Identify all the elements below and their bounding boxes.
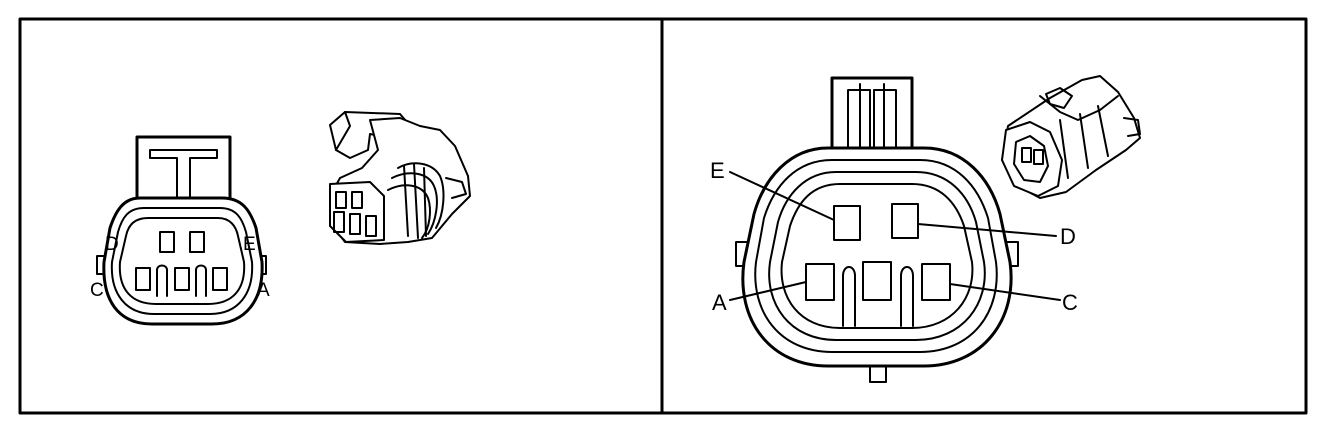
leader-c <box>949 283 1061 301</box>
right-iso-ribs <box>1059 105 1109 179</box>
right-lock-tab-slots <box>847 89 897 151</box>
left-middle-shell <box>110 207 254 315</box>
right-iso-face-inner <box>1013 135 1049 183</box>
right-cavity-c <box>921 263 951 301</box>
right-cavity-d <box>891 203 919 239</box>
left-label-d: D <box>105 234 119 255</box>
right-connector-isometric <box>1001 75 1141 199</box>
left-inner-shell <box>118 217 246 305</box>
left-cavity-e <box>189 231 205 253</box>
left-label-c: C <box>90 280 104 301</box>
left-outer-shell <box>102 196 264 326</box>
right-outer-shell <box>741 146 1013 368</box>
left-cavity-b <box>174 267 190 291</box>
left-iso-cav-5 <box>365 215 377 237</box>
leader-e <box>729 171 835 221</box>
right-label-d: D <box>1060 224 1076 249</box>
left-label-a: A <box>257 280 270 301</box>
right-iso-latch <box>1045 87 1073 109</box>
left-iso-coil-1 <box>397 162 445 229</box>
left-rib-1 <box>156 264 168 297</box>
right-iso-cav-2 <box>1033 149 1044 165</box>
left-iso-cav-3 <box>333 211 345 233</box>
left-iso-coil-ribs <box>403 163 427 239</box>
left-connector-isometric <box>329 111 471 245</box>
left-iso-latch-edge <box>335 111 351 151</box>
leader-d <box>917 223 1057 237</box>
left-iso-tab <box>445 177 467 199</box>
right-label-e: E <box>710 158 725 183</box>
right-label-a: A <box>712 290 727 315</box>
right-cavity-b <box>862 261 892 301</box>
left-iso-coil-2 <box>391 172 438 235</box>
leader-a <box>729 281 807 301</box>
right-label-c: C <box>1062 290 1078 315</box>
left-iso-coil-3 <box>387 184 431 239</box>
left-cavity-a <box>212 267 228 291</box>
right-bottom-tab <box>869 365 887 383</box>
left-iso-cav-1 <box>335 191 347 209</box>
left-connector-face: D E C A <box>90 135 270 326</box>
right-iso-tab <box>1123 117 1141 137</box>
left-lock-tab-t <box>149 149 218 201</box>
right-cavity-e <box>833 205 861 241</box>
right-shell-3 <box>768 171 986 341</box>
left-panel: D E C A <box>90 111 471 326</box>
right-panel: E D A C <box>710 75 1141 383</box>
right-rib-2 <box>900 266 914 327</box>
right-connector-face: E D A C <box>710 76 1078 383</box>
left-rib-2 <box>195 264 207 297</box>
right-lock-tab <box>830 76 914 160</box>
left-label-e: E <box>243 234 256 255</box>
right-iso-cav-1 <box>1021 147 1032 163</box>
right-rib-1 <box>842 266 856 327</box>
left-cavity-c <box>135 267 151 291</box>
left-cavity-d <box>159 231 175 253</box>
right-shell-2 <box>754 159 998 353</box>
left-iso-cav-4 <box>349 213 361 235</box>
right-iso-top-edge <box>1039 95 1119 121</box>
left-iso-cav-2 <box>351 191 363 209</box>
right-shell-inner <box>780 183 974 329</box>
